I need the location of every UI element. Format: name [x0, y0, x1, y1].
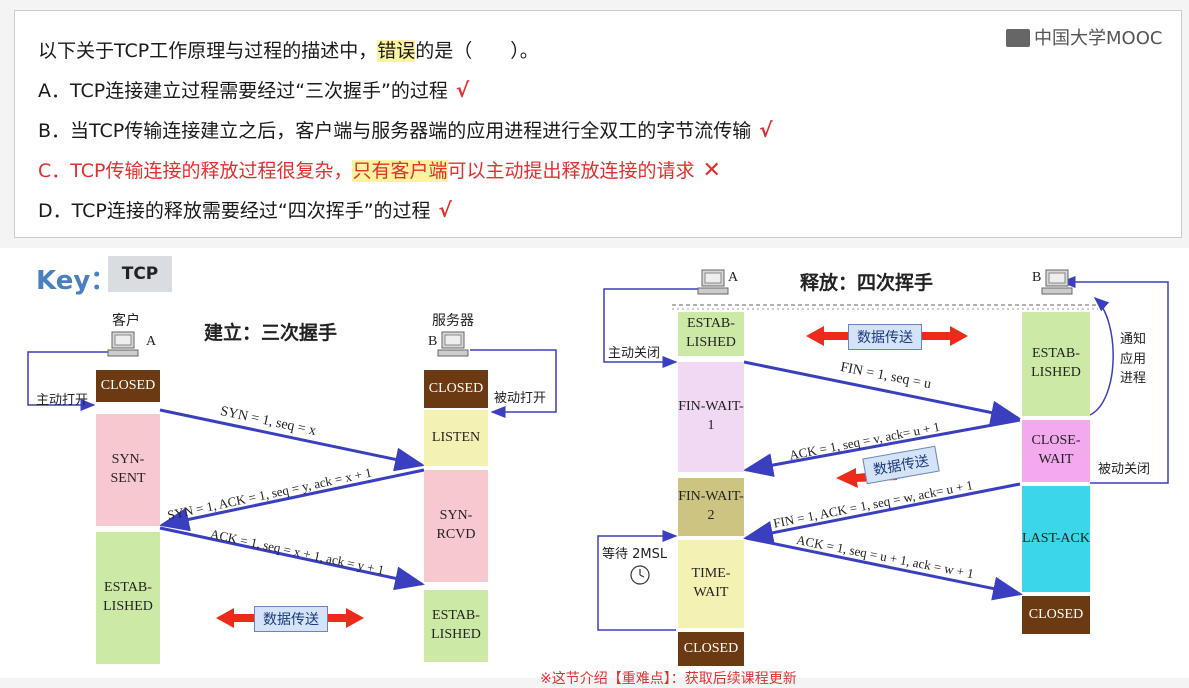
mooc-logo-icon: [1006, 29, 1030, 47]
server-state-established: ESTAB-LISHED: [1022, 312, 1090, 416]
client-state-closed: CLOSED: [678, 632, 744, 666]
option-c: C．TCP传输连接的释放过程很复杂，只有客户端可以主动提出释放连接的请求✕: [38, 158, 721, 183]
client-state-fin-wait-2: FIN-WAIT-2: [678, 478, 744, 536]
client-a-host-label: A: [728, 270, 739, 285]
check-mark-icon: √: [455, 78, 470, 102]
fin-arrow: [743, 360, 1021, 425]
active-close-line: [603, 288, 710, 368]
option-b: B．当TCP传输连接建立之后，客户端与服务器端的应用进程进行全双工的字节流传输√: [38, 118, 773, 142]
server-state-listen: LISTEN: [424, 410, 488, 466]
server-state-close-wait: CLOSE-WAIT: [1022, 420, 1090, 482]
passive-close-label: 被动关闭: [1098, 462, 1151, 477]
option-a: A．TCP连接建立过程需要经过“三次握手”的过程√: [38, 78, 470, 102]
last-ack-arrow: [745, 536, 1023, 601]
server-host-label: B: [428, 334, 438, 349]
client-computer-icon: [107, 331, 139, 357]
check-mark-icon: √: [438, 198, 452, 222]
client-a-computer-icon: [697, 269, 729, 295]
server-label: 服务器: [432, 313, 474, 329]
syn-ack-arrow: [159, 468, 425, 532]
option-d: D．TCP连接的释放需要经过“四次挥手”的过程√: [38, 198, 452, 222]
teardown-title: 释放：四次挥手: [800, 272, 934, 294]
server-state-syn-rcvd: SYN-RCVD: [424, 470, 488, 582]
notify-app-curve: [1089, 297, 1114, 416]
client-state-closed: CLOSED: [96, 370, 160, 402]
cross-mark-icon: ✕: [702, 158, 721, 183]
client-state-established: ESTAB-LISHED: [678, 312, 744, 356]
tcp-diagram-panel: [0, 248, 1189, 678]
notify-app-label: 通知应用进程: [1120, 332, 1147, 386]
handshake-title: 建立：三次握手: [204, 322, 338, 344]
check-mark-icon: √: [759, 118, 773, 142]
server-state-closed: CLOSED: [424, 370, 488, 408]
server-state-last-ack: LAST-ACK: [1022, 486, 1090, 592]
passive-close-line: [1060, 276, 1169, 484]
active-open-line: [27, 351, 128, 411]
option-c-highlight: 只有客户端: [352, 160, 448, 182]
mooc-logo: 中国大学MOOC: [1006, 24, 1162, 50]
question-panel: [14, 10, 1182, 238]
client-state-established: ESTAB-LISHED: [96, 532, 160, 664]
key-title: Key：: [36, 266, 117, 296]
client-state-syn-sent: SYN-SENT: [96, 414, 160, 526]
server-state-established: ESTAB-LISHED: [424, 590, 488, 662]
data-transfer-label: 数据传送: [254, 606, 328, 632]
wait-2msl-line: [597, 530, 678, 631]
question-stem: 以下关于TCP工作原理与过程的描述中，错误的是（ ）。: [38, 40, 539, 62]
active-close-label: 主动关闭: [608, 346, 661, 361]
fin-ack-arrow: [743, 482, 1021, 545]
clock-icon: [630, 565, 650, 585]
server-computer-icon: [437, 331, 469, 357]
data-transfer-top-label: 数据传送: [848, 324, 922, 350]
key-tag: TCP: [108, 256, 172, 292]
passive-open-line: [470, 349, 557, 418]
client-state-fin-wait-1: FIN-WAIT-1: [678, 362, 744, 472]
client-state-time-wait: TIME-WAIT: [678, 540, 744, 628]
syn-arrow: [159, 408, 425, 472]
bottom-note: ※这节介绍【重难点】：获取后续课程更新: [540, 671, 797, 687]
server-state-closed: CLOSED: [1022, 596, 1090, 634]
wait-2msl-label: 等待 2MSL: [602, 547, 668, 562]
stem-highlight: 错误: [377, 40, 416, 62]
server-b-computer-icon: [1041, 269, 1073, 295]
active-open-label: 主动打开: [36, 393, 89, 408]
client-label: 客户: [112, 313, 140, 329]
passive-open-label: 被动打开: [494, 391, 547, 406]
server-b-host-label: B: [1032, 270, 1042, 285]
client-host-label: A: [146, 334, 157, 349]
ack-close-arrow: [743, 418, 1021, 477]
ack-arrow: [159, 526, 425, 591]
